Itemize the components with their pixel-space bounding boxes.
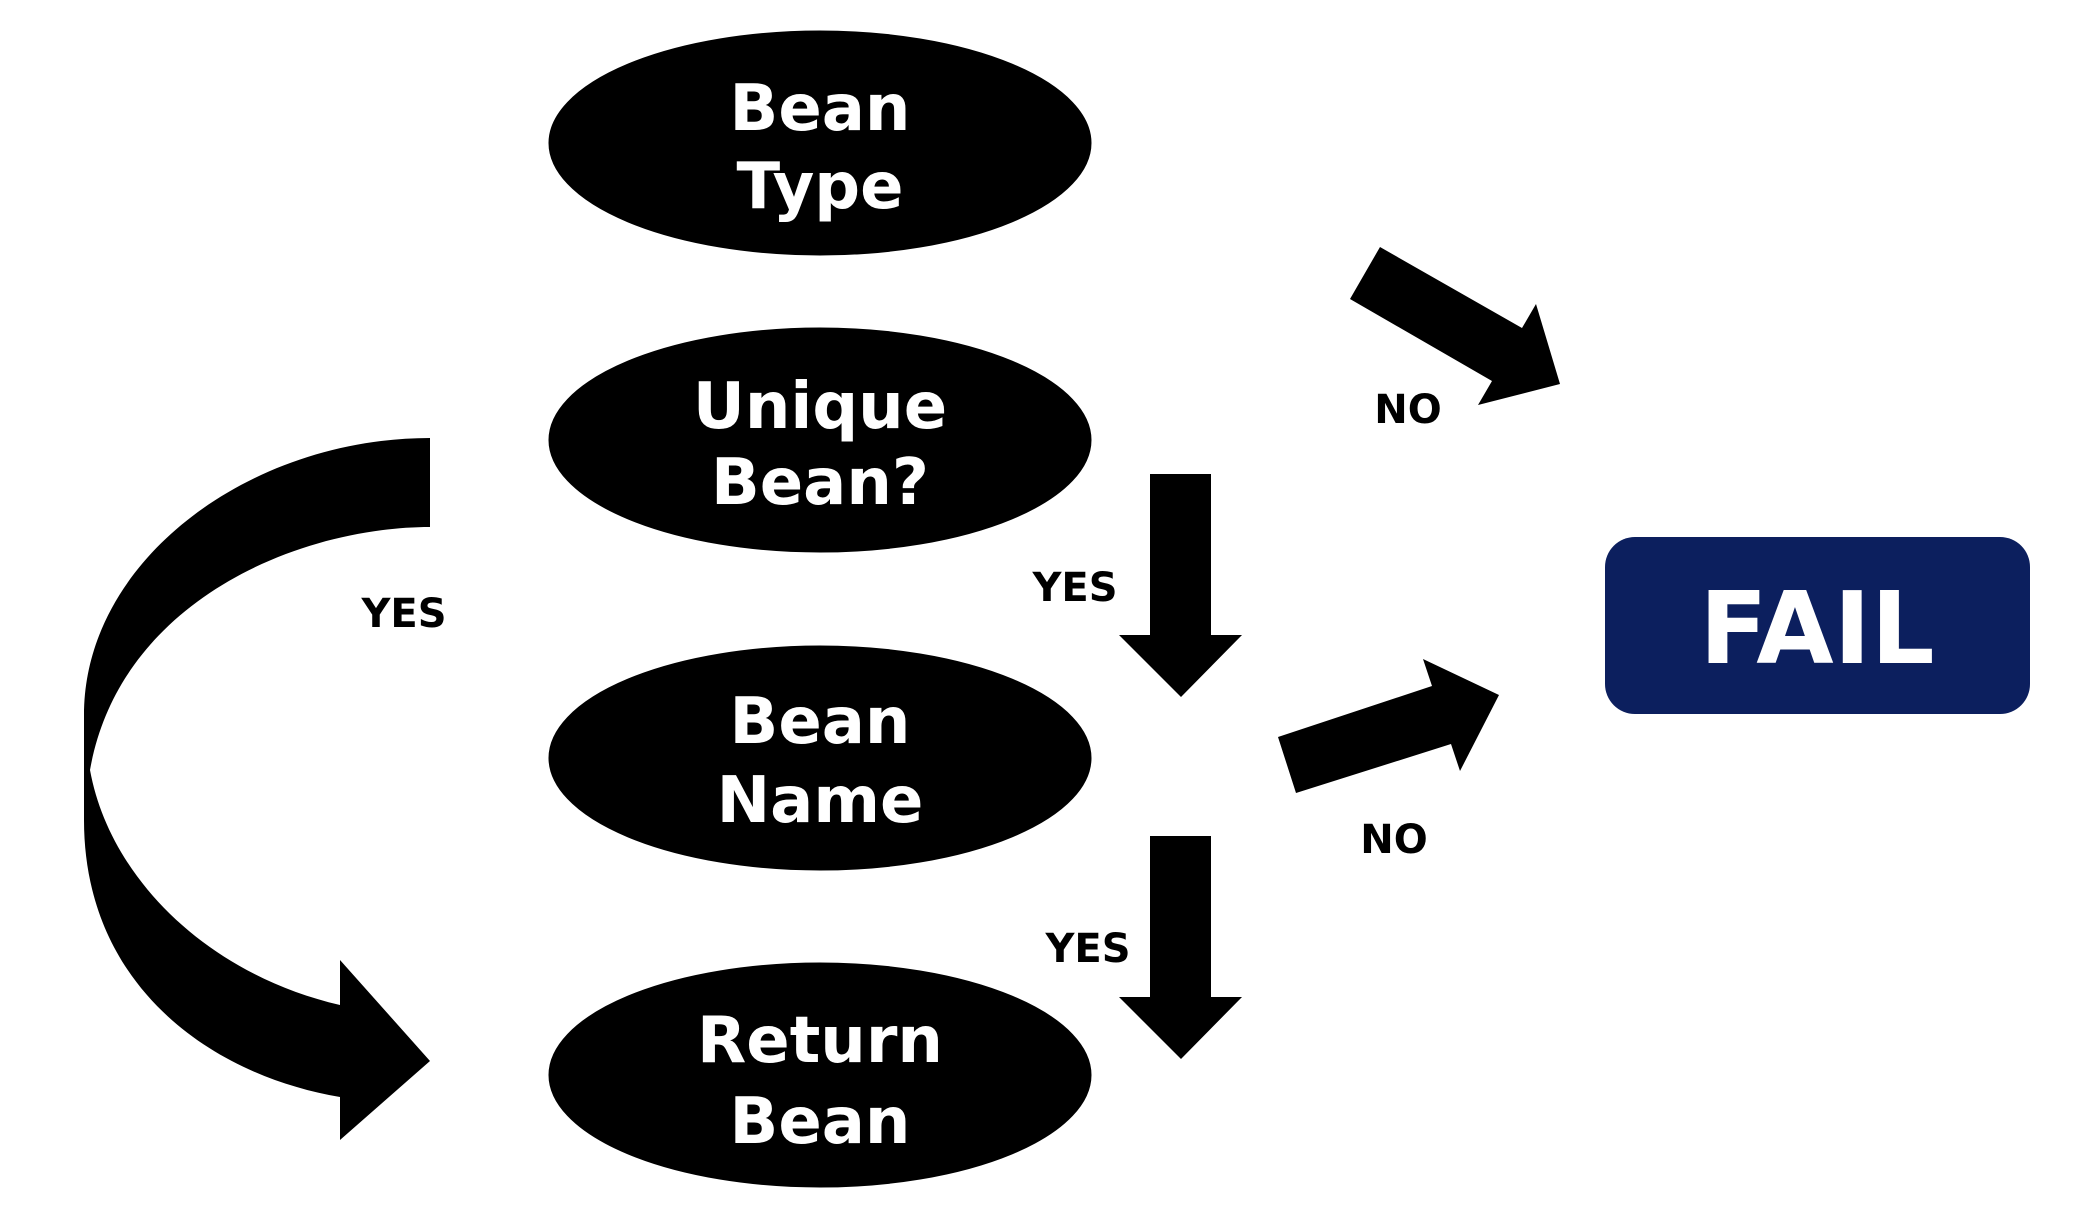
edge-name-to-return: YES bbox=[1044, 836, 1242, 1059]
edge-unique-to-return-label: YES bbox=[360, 591, 446, 637]
node-bean-type-shape bbox=[545, 27, 1095, 259]
edge-name-to-fail-label: NO bbox=[1360, 817, 1427, 863]
node-return-bean-line2: Bean bbox=[730, 1085, 911, 1159]
node-bean-name-line1: Bean bbox=[730, 685, 911, 759]
node-return-bean-shape bbox=[545, 959, 1095, 1191]
node-fail-shape bbox=[1605, 537, 2030, 714]
node-unique-bean: Unique Bean? bbox=[545, 324, 1095, 556]
arrow-down-unique-to-name bbox=[1119, 474, 1242, 697]
node-return-bean-line1: Return bbox=[697, 1004, 943, 1078]
node-fail-label: FAIL bbox=[1699, 570, 1934, 687]
arrow-diagonal-name-to-fail bbox=[1278, 659, 1499, 793]
node-fail: FAIL bbox=[1605, 537, 2030, 714]
node-bean-name: Bean Name bbox=[545, 642, 1095, 874]
node-bean-name-line2: Name bbox=[717, 764, 924, 838]
edge-unique-to-fail: NO bbox=[1350, 247, 1560, 433]
arrow-diagonal-unique-to-fail bbox=[1350, 247, 1560, 405]
arrow-curved-unique-to-return bbox=[84, 438, 430, 1140]
arrow-down-name-to-return bbox=[1119, 836, 1242, 1059]
node-return-bean: Return Bean bbox=[545, 959, 1095, 1191]
node-unique-bean-line1: Unique bbox=[693, 370, 947, 444]
edge-unique-to-fail-label: NO bbox=[1374, 387, 1441, 433]
node-unique-bean-shape bbox=[545, 324, 1095, 556]
node-unique-bean-line2: Bean? bbox=[711, 446, 929, 520]
node-bean-type-line2: Type bbox=[737, 150, 904, 224]
edge-unique-to-return: YES bbox=[84, 438, 447, 1140]
edge-unique-to-name-label: YES bbox=[1031, 565, 1117, 611]
node-bean-type: Bean Type bbox=[545, 27, 1095, 259]
node-bean-name-shape bbox=[545, 642, 1095, 874]
edge-name-to-return-label: YES bbox=[1044, 926, 1130, 972]
edge-unique-to-name: YES bbox=[1031, 474, 1242, 697]
node-bean-type-line1: Bean bbox=[730, 72, 911, 146]
edge-name-to-fail: NO bbox=[1278, 659, 1499, 863]
